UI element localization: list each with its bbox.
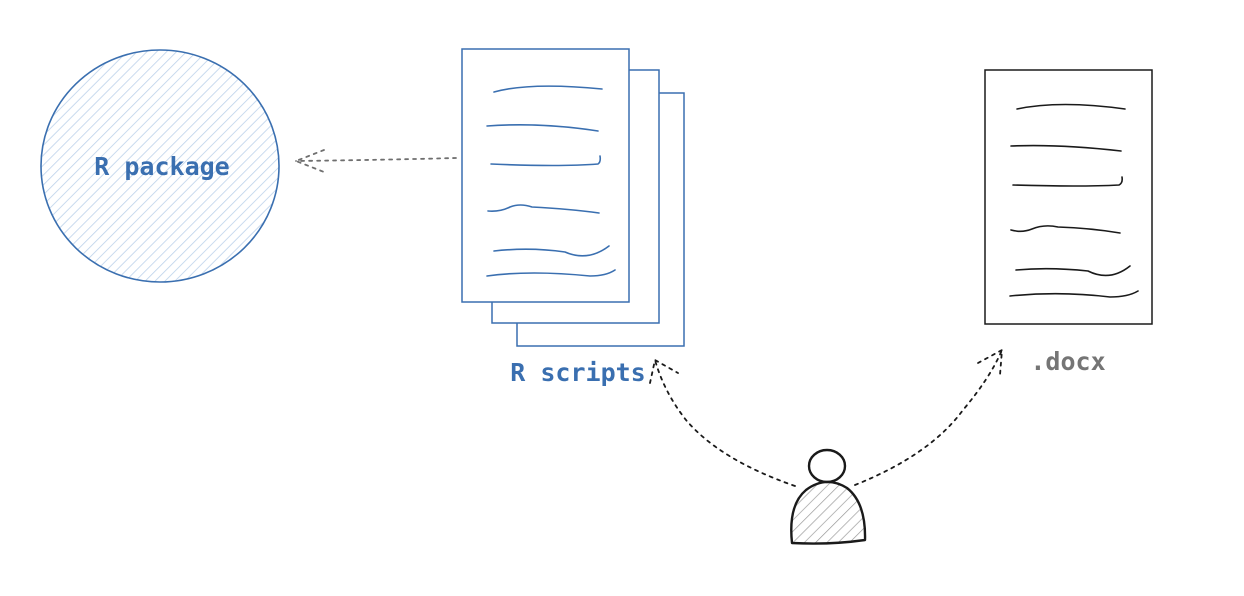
person-icon [790, 448, 867, 545]
script-text-lines [486, 85, 616, 277]
r-scripts-stack: R scripts [461, 48, 685, 387]
person-body [790, 480, 867, 545]
r-package-label: R package [94, 152, 229, 181]
docx-label: .docx [1030, 347, 1105, 376]
person-head [807, 448, 847, 484]
docx-page [984, 69, 1153, 325]
script-page-front [461, 48, 630, 303]
r-package-circle [40, 49, 280, 283]
r-package-node: R package [40, 49, 280, 283]
docx-text-lines [1009, 103, 1139, 298]
r-scripts-label: R scripts [510, 358, 645, 387]
docx-document: .docx [984, 69, 1153, 376]
arrow-scripts-to-package [295, 149, 457, 173]
arrow-person-to-scripts [649, 359, 796, 487]
arrow-person-to-docx [854, 349, 1003, 486]
